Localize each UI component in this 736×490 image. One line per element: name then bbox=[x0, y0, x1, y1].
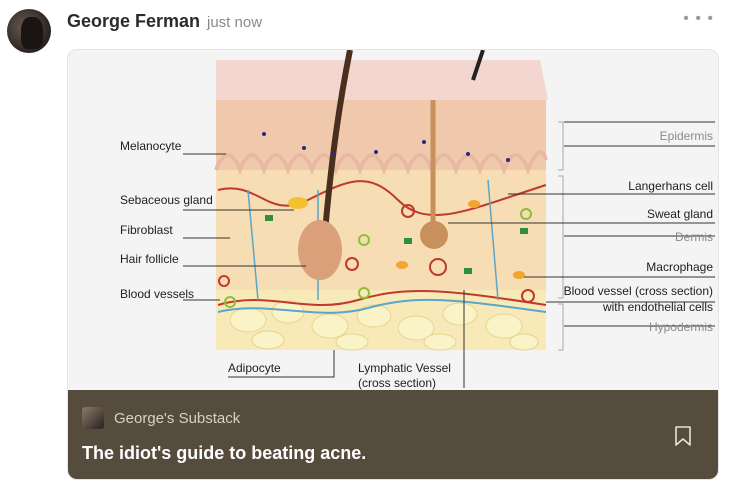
label-langerhans-cell: Langerhans cell bbox=[628, 179, 713, 193]
label-hypodermis: Hypodermis bbox=[649, 320, 713, 334]
label-cross-section: (cross section) bbox=[358, 376, 436, 390]
leader-lines bbox=[183, 121, 715, 388]
label-hair-follicle: Hair follicle bbox=[120, 252, 179, 266]
macrophage-cells bbox=[396, 200, 525, 279]
sebaceous-gland bbox=[288, 197, 308, 209]
label-endothelial-cells: with endothelial cells bbox=[602, 300, 713, 314]
adipocyte-cells bbox=[229, 300, 539, 351]
label-epidermis: Epidermis bbox=[660, 129, 713, 143]
label-melanocyte: Melanocyte bbox=[120, 139, 182, 153]
label-blood-vessels: Blood vessels bbox=[120, 287, 194, 301]
more-options-icon[interactable]: • • • bbox=[683, 10, 714, 27]
post-timestamp: just now bbox=[207, 14, 263, 31]
label-sweat-gland: Sweat gland bbox=[647, 207, 713, 221]
dermis-layer bbox=[216, 170, 546, 290]
sweat-gland-coil bbox=[420, 221, 448, 249]
label-adipocyte: Adipocyte bbox=[228, 361, 281, 375]
blood-vessel-1 bbox=[217, 180, 547, 217]
skin-diagram-svg: Melanocyte Sebaceous gland Fibroblast Ha… bbox=[120, 50, 715, 390]
label-fibroblast: Fibroblast bbox=[120, 223, 173, 237]
hair-follicle-bulb bbox=[298, 220, 342, 280]
langerhans-cells bbox=[262, 132, 510, 162]
skin-top-surface bbox=[216, 60, 548, 100]
lymph-vessel bbox=[217, 298, 547, 314]
vessel-cross-sections bbox=[218, 204, 535, 303]
label-sebaceous-gland: Sebaceous gland bbox=[120, 193, 213, 207]
fibroblast-cells bbox=[265, 215, 528, 274]
skin-diagram: Melanocyte Sebaceous gland Fibroblast Ha… bbox=[68, 50, 718, 390]
dermal-papillae bbox=[214, 150, 548, 176]
post-card[interactable]: Melanocyte Sebaceous gland Fibroblast Ha… bbox=[67, 49, 719, 480]
label-lymphatic-vessel: Lymphatic Vessel bbox=[358, 361, 451, 375]
second-hair bbox=[471, 50, 485, 81]
publication-icon bbox=[82, 407, 104, 429]
post-title[interactable]: The idiot's guide to beating acne. bbox=[82, 443, 367, 463]
layer-brackets bbox=[558, 121, 564, 351]
card-footer[interactable]: George's Substack The idiot's guide to b… bbox=[68, 390, 718, 479]
label-macrophage: Macrophage bbox=[646, 260, 713, 274]
author-name[interactable]: George Ferman bbox=[67, 11, 201, 31]
bookmark-icon[interactable] bbox=[674, 426, 692, 446]
avatar[interactable] bbox=[7, 9, 51, 53]
label-dermis: Dermis bbox=[675, 230, 713, 244]
publication-name[interactable]: George's Substack bbox=[114, 410, 241, 427]
blood-vessel-2 bbox=[217, 289, 547, 306]
label-blood-vessel-cross-section: Blood vessel (cross section) bbox=[564, 284, 713, 298]
lymph-cross-sections bbox=[224, 208, 532, 308]
